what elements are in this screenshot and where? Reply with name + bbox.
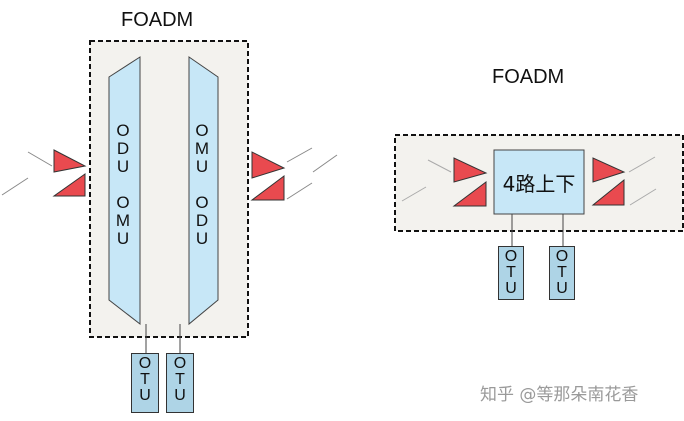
amplifier-icon [250,175,285,201]
fiber-line [27,151,53,167]
fiber-line [312,154,338,173]
amplifier-icon [452,181,487,207]
amplifier-icon [453,157,488,183]
fiber-line [629,188,657,206]
amplifier-icon [52,173,86,197]
add-drop-box [493,149,585,215]
amplifier-icon [251,151,286,179]
fiber-line [1,177,29,196]
add-drop-label: 4路上下 [502,171,576,196]
left-node-title: FOADM [121,9,194,31]
fiber-line [427,159,452,173]
fiber-line [401,186,427,202]
fiber-line [286,182,313,200]
right-node-title: FOADM [492,66,565,88]
right-panel [188,56,219,326]
fiber-line [286,147,313,163]
fiber-line [628,156,656,173]
watermark: 知乎 @等那朵南花香 [480,385,639,405]
amplifier-icon [53,149,87,173]
amplifier-icon [592,157,626,183]
left-panel [108,56,141,326]
amplifier-icon [591,178,625,206]
